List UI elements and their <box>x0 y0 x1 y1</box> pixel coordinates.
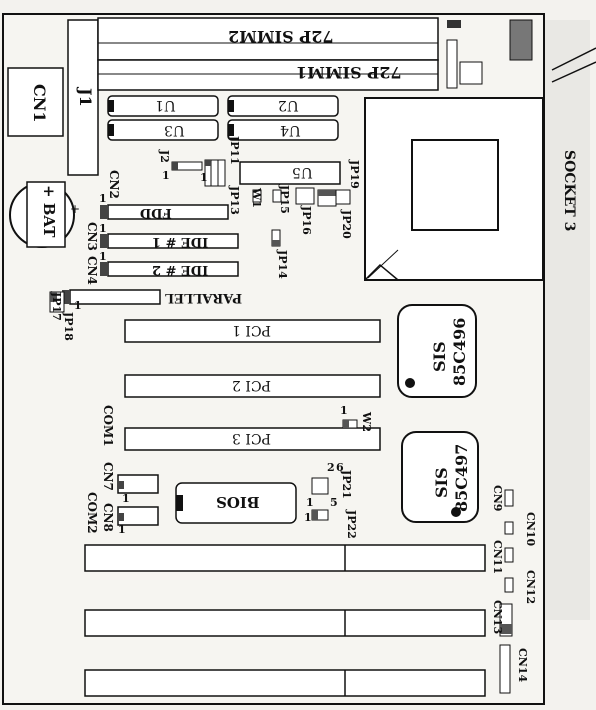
pin1-jp21: 1 <box>306 496 314 509</box>
label-u4: U4 <box>280 122 301 138</box>
label-jp17: JP17 <box>50 292 63 321</box>
label-sis496-b: 85C496 <box>450 317 469 386</box>
isa-slot-2 <box>84 609 486 637</box>
battery-box <box>26 181 66 248</box>
isa-slot-1 <box>84 544 486 572</box>
label-jp15: JP15 <box>278 185 291 214</box>
pin1-com1: 1 <box>122 492 130 505</box>
label-jp13: JP13 <box>228 186 241 215</box>
pci2-slot <box>124 374 381 398</box>
pci3-slot <box>124 427 381 451</box>
label-j2: J2 <box>158 150 171 163</box>
label-cn1: CN1 <box>30 84 49 123</box>
label-pci3: PCI 3 <box>232 430 272 446</box>
pin1-ide1: 1 <box>99 222 107 235</box>
label-u2: U2 <box>278 97 299 113</box>
label-u3: U3 <box>164 122 185 138</box>
label-cn3: CN3 <box>85 222 99 251</box>
label-cn4: CN4 <box>85 256 99 285</box>
label-cn13: CN13 <box>491 600 504 635</box>
pin5-jp21: 5 <box>330 496 338 509</box>
label-jp20: JP20 <box>340 210 353 239</box>
paper-bleed <box>545 20 590 620</box>
label-cn14: CN14 <box>516 648 529 683</box>
label-jp18: JP18 <box>62 312 75 341</box>
label-jp14: JP14 <box>276 250 289 279</box>
sis85c497-chip <box>401 431 479 523</box>
label-jp21: JP21 <box>340 470 353 499</box>
label-j1: J1 <box>76 88 95 107</box>
label-u1: U1 <box>155 97 176 113</box>
label-cn7: CN7 <box>101 462 115 491</box>
jumper-top-4 <box>509 19 533 61</box>
u5-chip <box>239 161 341 185</box>
label-bios: BIOS <box>216 493 260 511</box>
label-bat-plus: + <box>70 202 81 216</box>
pin6-jp21: 6 <box>336 461 344 474</box>
pin1-j2: 1 <box>162 169 170 182</box>
pin1-parallel: 1 <box>74 299 82 312</box>
pin1-ide2: 1 <box>99 250 107 263</box>
jumper-top-3 <box>459 61 483 85</box>
label-jp19: JP19 <box>348 160 361 189</box>
label-u5: U5 <box>292 164 313 180</box>
u3-chip <box>107 119 219 141</box>
label-com2: COM2 <box>85 492 99 534</box>
jumper-top-1 <box>447 20 461 28</box>
pci1-slot <box>124 319 381 343</box>
label-socket3: SOCKET 3 <box>561 150 577 232</box>
label-w2: W2 <box>360 412 373 433</box>
label-cn2: CN2 <box>107 170 121 199</box>
label-cn11: CN11 <box>491 540 504 575</box>
label-jp22: JP22 <box>345 510 358 539</box>
label-pci2: PCI 2 <box>232 377 272 393</box>
pin1-jp22: 1 <box>304 511 312 524</box>
label-cn8: CN8 <box>101 503 115 532</box>
j1-header <box>67 19 99 176</box>
socket3-die <box>411 139 499 231</box>
label-sis497-a: SIS <box>432 467 451 498</box>
jumper-top-2 <box>446 39 458 89</box>
pin1-w2: 1 <box>340 404 348 417</box>
simm2-slot <box>97 17 439 61</box>
isa-slot-3 <box>84 669 486 697</box>
label-bat: + BAT <box>40 185 58 238</box>
pin1-jp11: 1 <box>200 171 208 184</box>
label-jp11: JP11 <box>228 136 241 165</box>
label-com1: COM1 <box>101 405 115 447</box>
parallel-connector <box>69 289 161 305</box>
label-w1: W1 <box>250 188 263 209</box>
label-jp16: JP16 <box>300 206 313 235</box>
pin1-com2: 1 <box>118 523 126 536</box>
label-simm1: 72P SIMM1 <box>296 63 402 82</box>
label-ide2: IDE # 2 <box>152 262 209 277</box>
label-parallel: PARALLEL <box>165 290 243 305</box>
simm1-slot <box>97 59 439 91</box>
label-sis497-b: 85C497 <box>452 443 471 512</box>
label-cn9: CN9 <box>491 485 504 512</box>
sis85c496-chip <box>397 304 477 398</box>
label-cn12: CN12 <box>524 570 537 605</box>
pin2-jp21: 2 <box>327 461 335 474</box>
label-ide1: IDE # 1 <box>152 234 209 249</box>
cn1-connector <box>7 67 64 137</box>
label-pci1: PCI 1 <box>232 322 272 338</box>
label-simm2: 72P SIMM2 <box>228 27 334 46</box>
label-fdd: FDD <box>140 205 172 220</box>
label-cn10: CN10 <box>524 512 537 547</box>
label-sis496-a: SIS <box>430 341 449 372</box>
pin1-fdd: 1 <box>99 192 107 205</box>
